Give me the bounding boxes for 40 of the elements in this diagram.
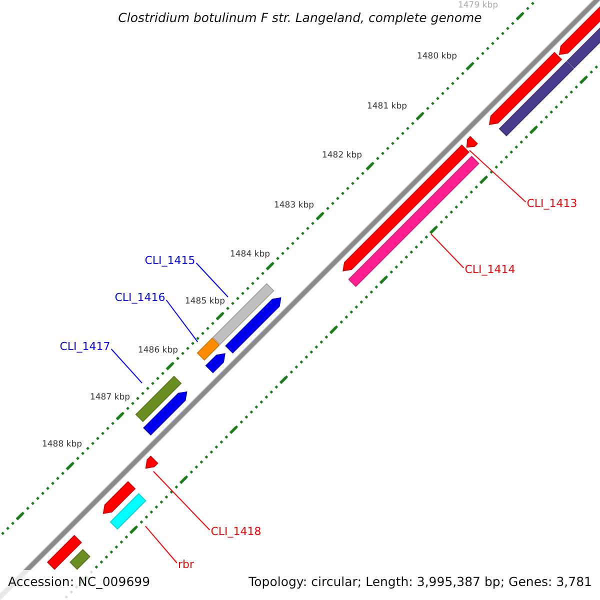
gene-label: CLI_1416 xyxy=(114,292,166,304)
gene-label: CLI_1418 xyxy=(210,526,262,538)
gene-label: CLI_1417 xyxy=(60,340,110,354)
gene-feature xyxy=(135,376,182,422)
gene-label: CLI_1414 xyxy=(464,264,516,276)
tick-label: 1487 kbp xyxy=(90,393,130,403)
gene-feature xyxy=(143,391,188,436)
leader-line xyxy=(196,262,228,298)
gene-feature xyxy=(212,283,274,346)
tick-label: 1480 kbp xyxy=(416,52,458,62)
footer-text: Accession: NC_009699 xyxy=(8,575,150,589)
leader-line xyxy=(110,348,142,384)
leader-line xyxy=(144,526,178,564)
gene-feature xyxy=(488,52,562,126)
tick-label: 1485 kbp xyxy=(184,297,226,307)
tick-label: 1483 kbp xyxy=(274,201,314,211)
gene-feature xyxy=(225,297,282,354)
gene-feature xyxy=(102,481,136,514)
gene-feature xyxy=(498,61,574,136)
tick-label: 1482 kbp xyxy=(322,151,362,161)
gene-feature xyxy=(70,548,90,570)
tick-label: 1484 kbp xyxy=(230,250,270,260)
gene-feature xyxy=(466,136,478,148)
leader-line xyxy=(166,300,198,342)
gene-label: CLI_1413 xyxy=(526,198,578,210)
gene-feature xyxy=(196,338,220,361)
tick-label: 1486 kbp xyxy=(138,346,178,356)
gene-label: CLI_1415 xyxy=(144,254,196,268)
leader-line xyxy=(152,470,210,530)
tick-label: 1481 kbp xyxy=(366,102,408,112)
gene-feature xyxy=(145,456,158,469)
gene-feature xyxy=(110,493,146,530)
tick-label: 1479 kbp xyxy=(458,1,498,11)
footer-text: Topology: circular; Length: 3,995,387 bp; Genes: 3,781 xyxy=(248,575,592,589)
gene-label: rbr xyxy=(178,558,194,572)
leader-line xyxy=(430,234,464,268)
leader-line xyxy=(469,150,526,202)
tick-label: 1488 kbp xyxy=(42,440,82,450)
gene-feature xyxy=(205,353,226,374)
diagram-title: Clostridium botulinum F str. Langeland, complete genome xyxy=(118,11,482,25)
